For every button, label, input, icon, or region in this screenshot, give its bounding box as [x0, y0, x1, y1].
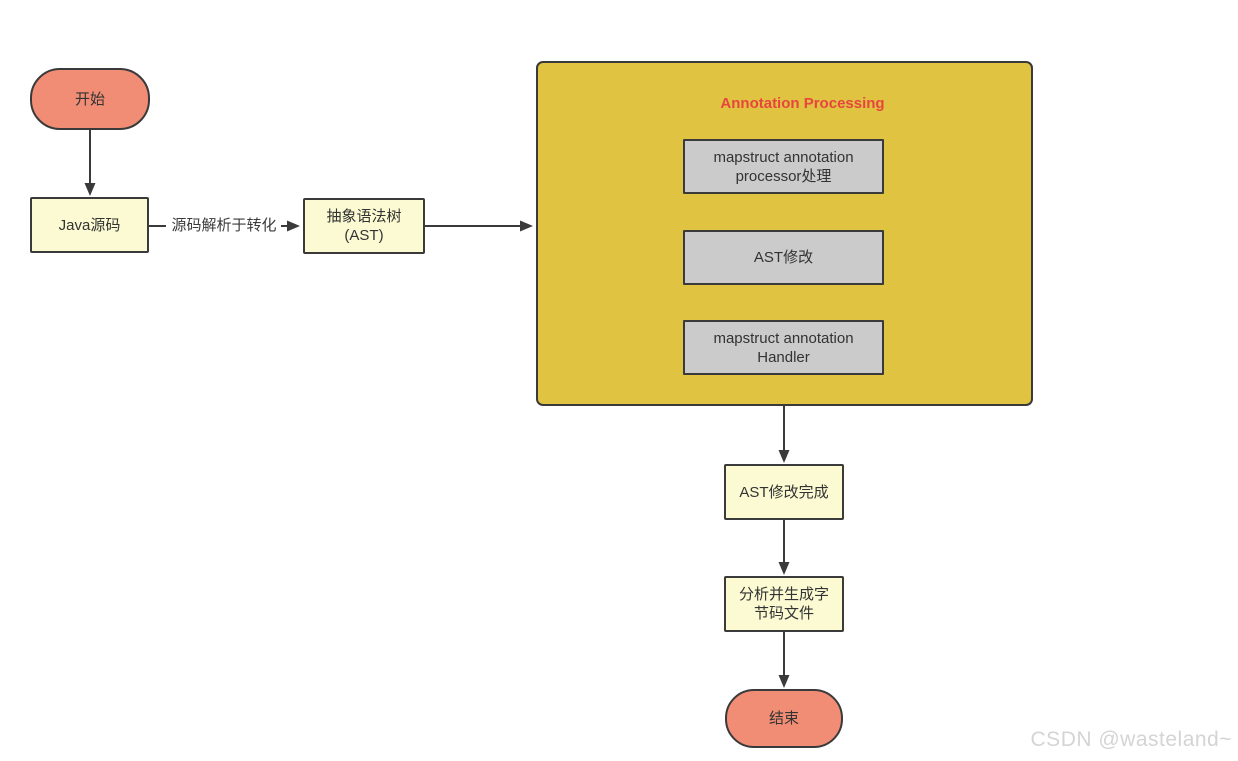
container-title: Annotation Processing [720, 95, 885, 112]
mapstruct-handler-node: mapstruct annotation Handler [683, 320, 884, 375]
java-source-node-label: Java源码 [58, 216, 121, 234]
ast-node-label-line1: 抽象语法树 [326, 208, 402, 225]
mapstruct-handler-node-label-line2: Handler [757, 348, 810, 366]
end-node: 结束 [725, 689, 843, 748]
ast-done-node-label: AST修改完成 [739, 483, 829, 501]
mapstruct-processor-node-label-line1: mapstruct annotation [713, 148, 854, 166]
ast-modify-node: AST修改 [683, 230, 884, 285]
bytecode-node-label-line1: 分析并生成字 [738, 586, 829, 603]
start-node: 开始 [30, 68, 150, 130]
mapstruct-processor-node-label-line2: processor处理 [735, 167, 832, 185]
start-node-label: 开始 [74, 90, 105, 108]
ast-node-label-line2: (AST) [344, 227, 384, 244]
edge-label-parse: 源码解析于转化 [171, 217, 277, 234]
bytecode-node-label-line2: 节码文件 [753, 605, 814, 622]
mapstruct-processor-node: mapstruct annotation processor处理 [683, 139, 884, 194]
ast-modify-node-label: AST修改 [753, 249, 814, 266]
java-source-node: Java源码 [30, 197, 149, 253]
end-node-label: 结束 [768, 710, 799, 727]
ast-done-node: AST修改完成 [724, 464, 844, 520]
bytecode-node: 分析并生成字 节码文件 [724, 576, 844, 632]
mapstruct-handler-node-label-line1: mapstruct annotation [713, 329, 854, 347]
ast-node: 抽象语法树 (AST) [303, 198, 425, 254]
watermark: CSDN @wasteland~ [1030, 728, 1232, 751]
